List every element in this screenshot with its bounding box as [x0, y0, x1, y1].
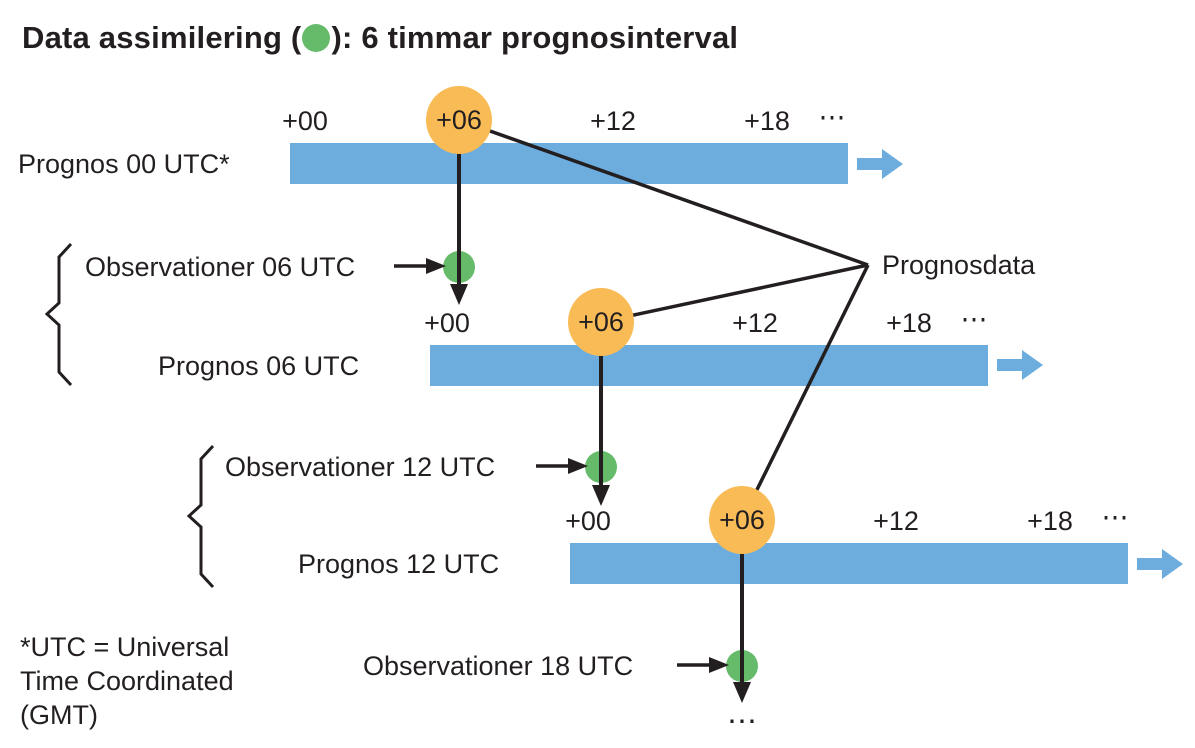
assimilation-circle-06: +06 — [426, 86, 492, 154]
forecast-bar-12utc — [570, 543, 1128, 584]
ellipsis: ⋯ — [818, 102, 848, 132]
tick-label: +18 — [744, 106, 790, 136]
observation-dot-06utc — [443, 251, 475, 283]
observation-dot-18utc — [726, 650, 758, 682]
title-prefix: Data assimilering ( — [22, 20, 302, 55]
forecast-bar-06utc — [430, 345, 988, 386]
tick-label: +12 — [732, 308, 778, 338]
utc-footnote: *UTC = Universal Time Coordinated (GMT) — [20, 630, 234, 732]
assimilation-tick-label: +06 — [436, 104, 482, 135]
prognosdata-line-bar3 — [740, 264, 870, 521]
assimilation-circle-06: +06 — [568, 288, 634, 356]
observation-pointer-arrow-06utc — [394, 258, 446, 274]
ellipsis: ⋯ — [1101, 502, 1131, 532]
forecast-bar-00utc — [290, 143, 848, 184]
forecast-label-12utc: Prognos 12 UTC — [298, 549, 500, 579]
forecast-label-06utc: Prognos 06 UTC — [158, 351, 360, 381]
observation-label-06utc: Observationer 06 UTC — [85, 252, 356, 282]
observation-pointer-arrow-12utc — [536, 458, 588, 474]
assimilation-circle-06: +06 — [709, 486, 775, 554]
assimilation-group-brace-1 — [44, 242, 73, 387]
continuation-ellipsis: ⋯ — [727, 705, 757, 738]
observation-dot-12utc — [585, 451, 617, 483]
tick-label: +00 — [424, 308, 470, 338]
tick-label: +00 — [565, 506, 611, 536]
observation-dot-icon — [302, 24, 331, 52]
forecast-continue-arrow-3 — [1137, 549, 1183, 579]
forecast-label-00utc: Prognos 00 UTC* — [18, 149, 230, 179]
footnote-line: (GMT) — [20, 700, 98, 730]
assimilation-tick-label: +06 — [719, 504, 765, 535]
forecast-continue-arrow-1 — [857, 149, 903, 179]
tick-label: +12 — [590, 106, 636, 136]
assimilation-tick-label: +06 — [578, 306, 624, 337]
observation-pointer-arrow-18utc — [677, 657, 729, 673]
page-title: Data assimilering ( ): 6 timmar prognosin… — [22, 20, 738, 56]
tick-label: +18 — [886, 308, 932, 338]
tick-label: +18 — [1027, 506, 1073, 536]
prognosdata-line-bar1 — [458, 118, 869, 267]
title-suffix: ): 6 timmar prognosinterval — [331, 20, 739, 55]
forecast-continue-arrow-2 — [997, 350, 1043, 380]
tick-label: +12 — [873, 506, 919, 536]
observation-label-18utc: Observationer 18 UTC — [363, 651, 634, 681]
footnote-line: Time Coordinated — [20, 666, 234, 696]
tick-label: +00 — [282, 106, 328, 136]
ellipsis: ⋯ — [960, 304, 990, 334]
assimilation-group-brace-2 — [186, 444, 215, 589]
footnote-line: *UTC = Universal — [20, 632, 230, 662]
prognosdata-label: Prognosdata — [882, 250, 1036, 280]
observation-label-12utc: Observationer 12 UTC — [225, 452, 496, 482]
